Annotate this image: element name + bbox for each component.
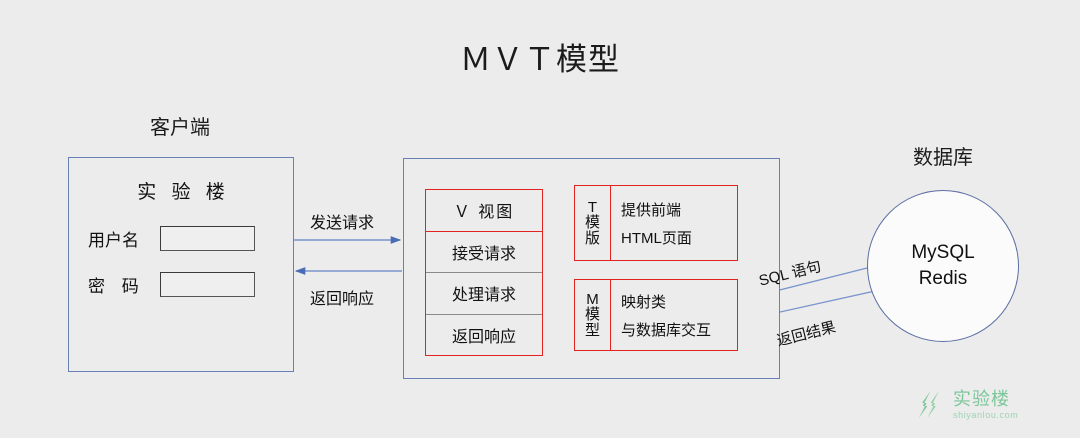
database-item-redis: Redis xyxy=(918,268,968,289)
watermark: 实验楼 shiyanlou.com xyxy=(916,389,1018,421)
view-step-process-request: 处理请求 xyxy=(426,273,542,315)
watermark-text: 实验楼 shiyanlou.com xyxy=(953,390,1018,420)
send-request-label: 发送请求 xyxy=(310,215,375,232)
model-desc-line-1: 与数据库交互 xyxy=(621,321,712,339)
username-row: 用户名 xyxy=(88,226,278,251)
view-step-return-response: 返回响应 xyxy=(451,328,516,346)
template-box: T 模 版 提供前端 HTML页面 xyxy=(574,185,738,261)
watermark-domain: shiyanlou.com xyxy=(953,410,1019,420)
template-desc-line-0: 提供前端 xyxy=(621,201,682,219)
template-desc-line-1: HTML页面 xyxy=(621,229,692,247)
client-panel-title: 实 验 楼 xyxy=(137,182,230,203)
model-key-line-1: 模 xyxy=(584,306,600,324)
database-node: MySQL Redis xyxy=(867,190,1019,342)
return-result-label: 返回结果 xyxy=(775,318,838,350)
client-panel xyxy=(68,157,294,372)
shiyanlou-leaf-icon xyxy=(918,391,939,418)
password-row: 密 码 xyxy=(88,272,278,297)
username-input[interactable] xyxy=(160,226,255,251)
client-caption: 客户端 xyxy=(150,117,210,139)
model-desc: 映射类 与数据库交互 xyxy=(611,280,737,350)
return-response-label: 返回响应 xyxy=(310,291,375,308)
template-key-line-2: 版 xyxy=(584,229,600,247)
watermark-brand: 实验楼 xyxy=(953,389,1010,409)
view-step-accept-request: 接受请求 xyxy=(426,232,542,273)
page-title: ＭＶＴ模型 xyxy=(460,42,620,77)
database-item-mysql: MySQL xyxy=(911,242,975,264)
model-desc-line-0: 映射类 xyxy=(621,293,667,311)
template-key-line-0: T xyxy=(587,199,598,217)
database-caption: 数据库 xyxy=(913,147,973,169)
password-input[interactable] xyxy=(160,272,255,297)
model-box: M 模 型 映射类 与数据库交互 xyxy=(574,279,738,351)
username-label: 用户名 xyxy=(88,231,139,250)
model-key-line-0: M xyxy=(586,291,599,309)
view-box: Ｖ 视图 接受请求 处理请求 返回响应 xyxy=(425,189,543,356)
template-key: T 模 版 xyxy=(575,186,611,260)
view-title: Ｖ 视图 xyxy=(426,190,542,232)
password-label: 密 码 xyxy=(88,277,145,296)
model-key-line-2: 型 xyxy=(584,321,600,339)
template-desc: 提供前端 HTML页面 xyxy=(611,186,737,260)
model-key: M 模 型 xyxy=(575,280,611,350)
template-key-line-1: 模 xyxy=(584,214,600,232)
